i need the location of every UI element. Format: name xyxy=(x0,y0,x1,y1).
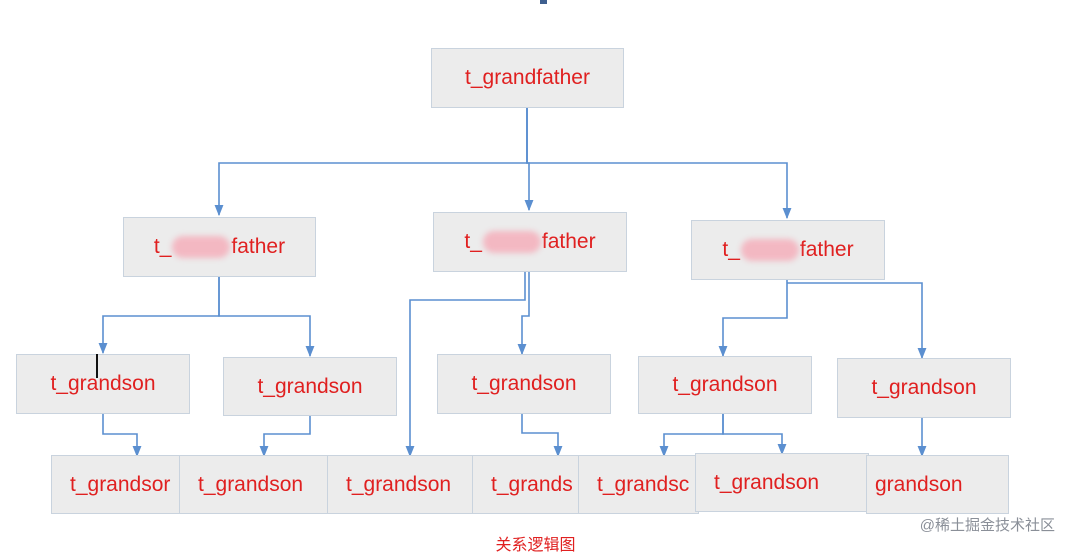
edge-grandson3-bottom4 xyxy=(521,414,563,458)
grandson-label: t_grandson xyxy=(257,374,363,398)
node-bottom-2: t_grandson xyxy=(179,455,329,514)
node-bottom-1: t_grandsor xyxy=(51,455,182,514)
bottom-label: t_grands xyxy=(491,472,573,496)
grandson-label: t_grandson xyxy=(871,376,977,399)
watermark: @稀土掘金技术社区 xyxy=(919,517,1055,534)
edge-grandfather-father1 xyxy=(214,108,528,217)
node-bottom-7: grandson xyxy=(866,455,1009,514)
node-bottom-3: t_grandson xyxy=(327,455,475,514)
bottom-label: t_grandson xyxy=(346,472,452,496)
node-bottom-4: t_grands xyxy=(472,455,582,514)
edge-father1-grandson1 xyxy=(98,277,220,355)
father-prefix: t_ xyxy=(722,238,740,261)
bottom-label: t_grandsor xyxy=(70,472,171,496)
edge-father3-grandson5 xyxy=(787,282,927,360)
grandson-label: t_grandson xyxy=(672,373,778,396)
node-grandfather-label: t_grandfather xyxy=(465,66,590,89)
father-suffix: father xyxy=(799,238,854,261)
diagram-caption: 关系逻辑图 xyxy=(495,537,576,554)
bottom-label: t_grandson xyxy=(198,472,304,496)
edge-father3-grandson4 xyxy=(718,280,788,358)
bottom-label: t_grandson xyxy=(714,470,820,494)
edge-grandson4-bottom5 xyxy=(659,414,724,458)
father-suffix: father xyxy=(541,230,596,253)
top-marker xyxy=(540,0,547,4)
node-grandson-3: t_grandson xyxy=(437,354,611,414)
node-father-1: t_ father xyxy=(123,217,316,277)
bottom-label: t_grandsc xyxy=(597,472,690,496)
edge-father2-grandson3 xyxy=(517,272,530,356)
node-bottom-5: t_grandsc xyxy=(578,455,699,514)
grandson-label: t_grandson xyxy=(471,372,577,395)
node-grandson-4: t_grandson xyxy=(638,356,812,414)
edge-grandfather-father3 xyxy=(526,108,792,220)
node-father-2: t_ father xyxy=(433,212,627,272)
father-prefix: t_ xyxy=(464,230,482,253)
node-grandson-5: t_grandson xyxy=(837,358,1011,418)
grandson-label: t_grandson xyxy=(50,372,156,395)
redacted-blur xyxy=(172,236,231,258)
bottom-label: grandson xyxy=(875,472,963,496)
edge-father2-bottom3 xyxy=(405,272,526,458)
node-father-3: t_ father xyxy=(691,220,885,280)
node-grandson-2: t_grandson xyxy=(223,357,397,416)
father-prefix: t_ xyxy=(153,235,172,258)
father-suffix: father xyxy=(231,235,286,258)
edge-grandson1-bottom1 xyxy=(102,414,142,458)
edge-father1-grandson2 xyxy=(218,277,315,358)
node-grandson-1: t_grandson xyxy=(16,354,190,414)
redacted-blur xyxy=(740,239,799,261)
node-grandfather: t_grandfather xyxy=(431,48,624,108)
edge-grandson4-bottom6 xyxy=(722,414,787,456)
node-bottom-6: t_grandson xyxy=(695,453,869,512)
text-cursor xyxy=(96,354,98,378)
edge-grandson2-bottom2 xyxy=(259,416,311,458)
redacted-blur xyxy=(482,231,541,253)
